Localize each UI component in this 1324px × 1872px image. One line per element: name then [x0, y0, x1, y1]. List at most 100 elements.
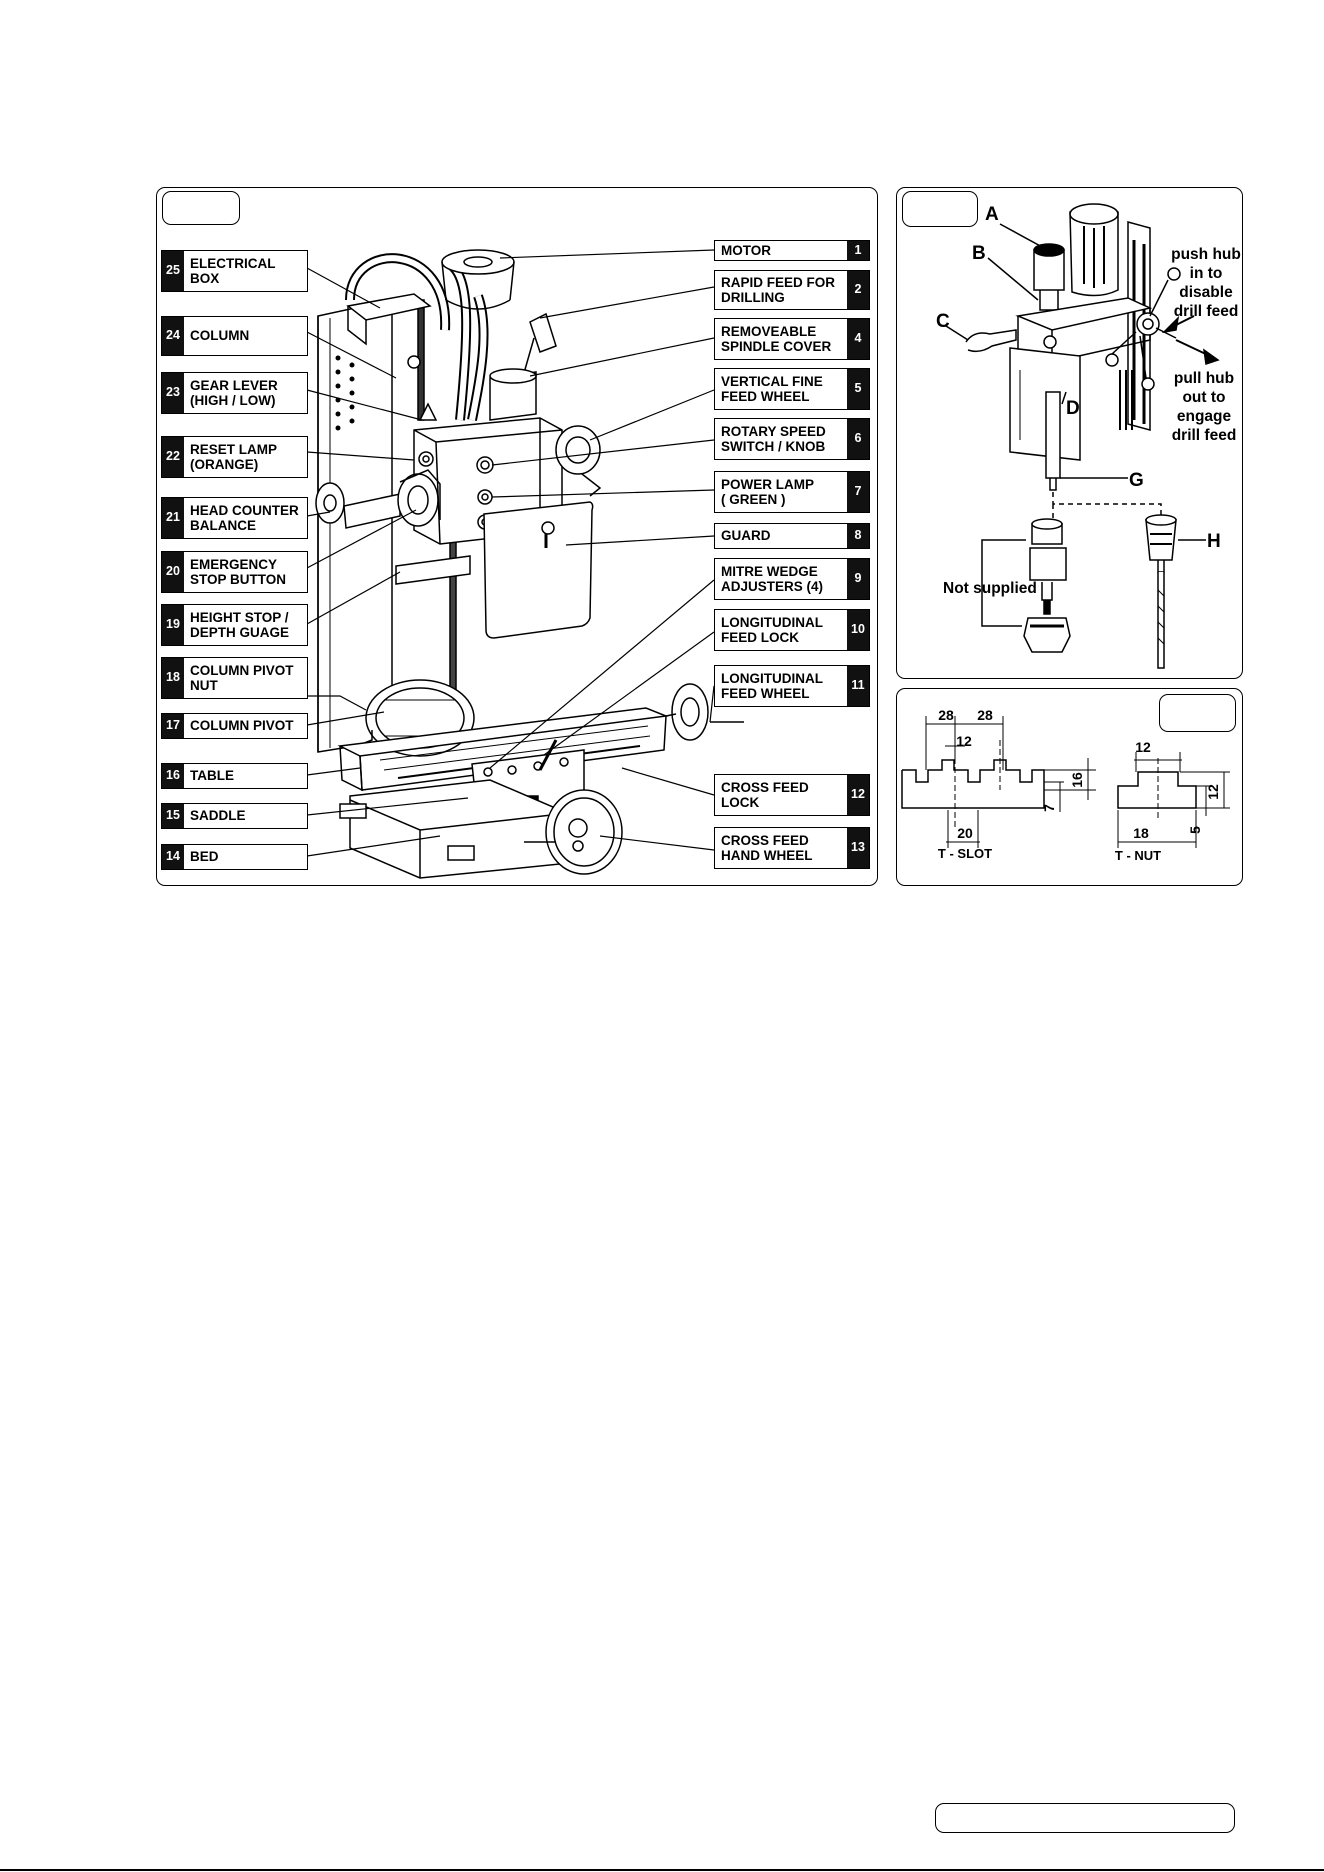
pull-hub-line-1: pull hub	[1174, 370, 1234, 387]
callout-d: D	[1066, 398, 1080, 419]
drill-feed-illustration: A B C D G H push hub in to disable drill…	[936, 203, 1241, 669]
not-supplied-label: Not supplied	[943, 580, 1037, 597]
label-14-bed: 14 BED	[161, 844, 308, 870]
label-text: CROSS FEED LOCK	[721, 779, 809, 811]
label-text: LONGITUDINAL FEED WHEEL	[721, 670, 823, 702]
label-16-table: 16 TABLE	[161, 763, 308, 789]
push-hub-line-2: in to	[1190, 265, 1223, 282]
label-number: 16	[162, 764, 184, 788]
dim-7: 7	[1041, 804, 1057, 812]
label-text: BED	[190, 849, 219, 865]
label-1-motor: MOTOR 1	[714, 240, 870, 261]
label-text: EMERGENCY STOP BUTTON	[190, 556, 287, 588]
label-text: HEIGHT STOP / DEPTH GUAGE	[190, 609, 290, 641]
main-figure-tab	[162, 191, 240, 225]
label-text: GEAR LEVER (HIGH / LOW)	[190, 377, 278, 409]
mill-drill-illustration	[306, 249, 744, 879]
label-15-saddle: 15 SADDLE	[161, 803, 308, 829]
footer-box	[935, 1803, 1235, 1833]
dim-20: 20	[957, 825, 973, 841]
drill-figure-tab	[902, 191, 978, 227]
dim-28-right: 28	[977, 707, 993, 723]
bottom-rule	[0, 1869, 1324, 1871]
label-number: 14	[162, 845, 184, 869]
label-5-vertical-fine-feed: VERTICAL FINE FEED WHEEL 5	[714, 368, 870, 410]
pull-hub-line-2: out to	[1182, 389, 1225, 406]
push-hub-line-3: disable	[1179, 284, 1233, 301]
label-number: 2	[847, 271, 869, 309]
label-11-longitudinal-wheel: LONGITUDINAL FEED WHEEL 11	[714, 665, 870, 707]
label-12-cross-feed-lock: CROSS FEED LOCK 12	[714, 774, 870, 816]
label-text: CROSS FEED HAND WHEEL	[721, 832, 813, 864]
label-text: ELECTRICAL BOX	[190, 255, 276, 287]
push-hub-line-1: push hub	[1171, 246, 1241, 263]
label-text: HEAD COUNTER BALANCE	[190, 502, 299, 534]
label-text: COLUMN	[190, 328, 250, 344]
callout-c: C	[936, 311, 950, 332]
pull-hub-line-4: drill feed	[1172, 427, 1237, 444]
push-hub-line-4: drill feed	[1174, 303, 1239, 320]
dim-5: 5	[1187, 826, 1203, 834]
tslot-caption: T - SLOT	[938, 846, 992, 861]
callout-h: H	[1207, 531, 1221, 552]
label-number: 9	[847, 559, 869, 599]
label-number: 10	[847, 610, 869, 650]
label-2-rapid-feed: RAPID FEED FOR DRILLING 2	[714, 270, 870, 310]
label-number: 12	[847, 775, 869, 815]
label-number: 8	[847, 524, 869, 548]
label-number: 5	[847, 369, 869, 409]
label-number: 11	[847, 666, 869, 706]
callout-b: B	[972, 243, 986, 264]
label-number: 13	[847, 828, 869, 868]
label-number: 7	[847, 472, 869, 512]
dim-28-left: 28	[938, 707, 954, 723]
callout-a: A	[985, 204, 999, 225]
label-number: 4	[847, 319, 869, 359]
label-number: 24	[162, 317, 184, 355]
dim-12-nut-top: 12	[1135, 739, 1151, 755]
label-text: REMOVEABLE SPINDLE COVER	[721, 323, 832, 355]
label-24-column: 24 COLUMN	[161, 316, 308, 356]
label-number: 22	[162, 437, 184, 477]
dim-18: 18	[1133, 825, 1149, 841]
label-text: COLUMN PIVOT	[190, 718, 294, 734]
label-text: RESET LAMP (ORANGE)	[190, 441, 278, 473]
tslot-figure-tab	[1159, 694, 1236, 732]
label-text: ROTARY SPEED SWITCH / KNOB	[721, 423, 826, 455]
label-number: 25	[162, 251, 184, 291]
label-text: SADDLE	[190, 808, 246, 824]
label-number: 18	[162, 658, 184, 698]
label-number: 21	[162, 498, 184, 538]
label-text: COLUMN PIVOT NUT	[190, 662, 294, 694]
label-13-cross-feed-wheel: CROSS FEED HAND WHEEL 13	[714, 827, 870, 869]
label-10-longitudinal-lock: LONGITUDINAL FEED LOCK 10	[714, 609, 870, 651]
dim-12-nut-side: 12	[1205, 784, 1221, 800]
tslot-dimension-drawing: 28 28 12 20 T - SLOT 12 18 T - NUT 16 7 …	[901, 707, 1230, 863]
label-text: RAPID FEED FOR DRILLING	[721, 274, 836, 306]
label-text: LONGITUDINAL FEED LOCK	[721, 614, 823, 646]
label-text: POWER LAMP ( GREEN )	[721, 476, 814, 508]
dim-12-slot: 12	[956, 733, 972, 749]
label-number: 17	[162, 714, 184, 738]
label-text: MOTOR	[721, 242, 771, 258]
label-text: VERTICAL FINE FEED WHEEL	[721, 373, 823, 405]
label-7-power-lamp: POWER LAMP ( GREEN ) 7	[714, 471, 870, 513]
label-9-mitre-wedge: MITRE WEDGE ADJUSTERS (4) 9	[714, 558, 870, 600]
label-number: 6	[847, 419, 869, 459]
label-4-spindle-cover: REMOVEABLE SPINDLE COVER 4	[714, 318, 870, 360]
label-text: TABLE	[190, 768, 234, 784]
label-number: 1	[847, 241, 869, 260]
label-text: MITRE WEDGE ADJUSTERS (4)	[721, 563, 824, 595]
label-6-rotary-speed: ROTARY SPEED SWITCH / KNOB 6	[714, 418, 870, 460]
pull-hub-line-3: engage	[1177, 408, 1232, 425]
tnut-caption: T - NUT	[1115, 848, 1161, 863]
label-number: 20	[162, 552, 184, 592]
label-number: 15	[162, 804, 184, 828]
